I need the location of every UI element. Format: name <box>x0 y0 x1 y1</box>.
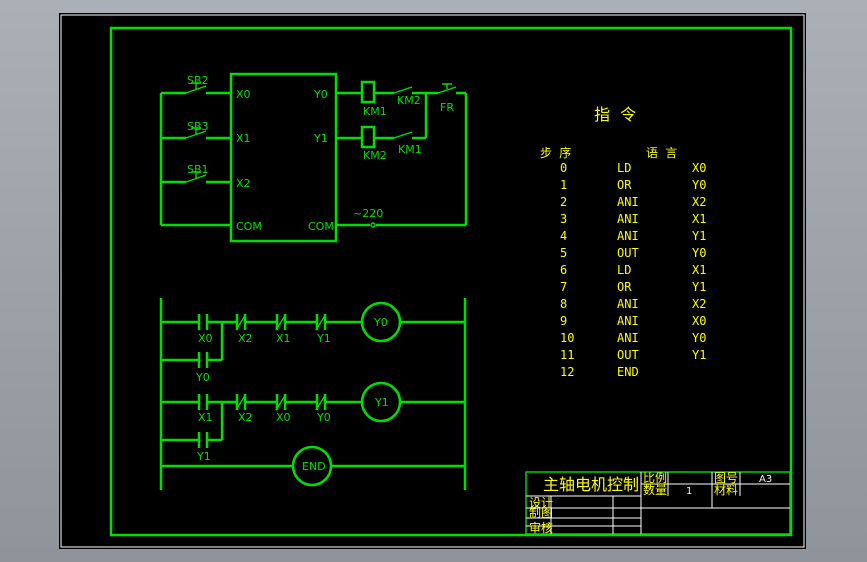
ladder-rung-1: X0 X2 X1 Y1 Y0 Y0 <box>161 301 465 384</box>
rung1-nc2-label: X1 <box>276 332 291 345</box>
instruction-arg: X1 <box>692 263 706 277</box>
rung1-nc3-label: Y1 <box>316 332 331 345</box>
instruction-arg: X0 <box>692 161 706 175</box>
qty-value: 1 <box>686 486 692 497</box>
com-in-terminal: COM <box>236 220 262 233</box>
km1-coil-label: KM1 <box>363 105 387 118</box>
supply-label: ~220 <box>353 207 383 220</box>
km2-interlock-label: KM2 <box>397 94 421 107</box>
x2-terminal: X2 <box>236 177 251 190</box>
rung1-contact-label: X0 <box>198 332 213 345</box>
instruction-title: 指 令 <box>594 105 636 124</box>
qty-label: 数量 <box>643 482 667 497</box>
reviewer-label: 审核 <box>529 520 553 535</box>
ladder-end-rung: END <box>161 445 465 487</box>
instruction-op: OUT <box>617 246 639 260</box>
rung2-parallel-label: Y1 <box>196 450 211 463</box>
instruction-op: OR <box>617 280 632 294</box>
instruction-op: OUT <box>617 348 639 362</box>
instruction-op: ANI <box>617 229 639 243</box>
instruction-arg: Y0 <box>692 246 706 260</box>
y0-terminal: Y0 <box>313 88 328 101</box>
x0-terminal: X0 <box>236 88 251 101</box>
title-block: 主轴电机控制 比例 数量 1 图号 A3 材料 设计 制图 审核 <box>525 471 791 535</box>
col-lang-header: 语 言 <box>646 146 677 160</box>
rung2-nc1-label: X2 <box>238 411 253 424</box>
coil-y0-label: Y0 <box>373 316 388 329</box>
instruction-step: 5 <box>560 246 567 260</box>
instruction-step: 11 <box>560 348 574 362</box>
instruction-step: 2 <box>560 195 567 209</box>
ladder-diagram: X0 X2 X1 Y1 Y0 Y0 X1 X2 <box>159 298 467 490</box>
rung2-nc2-label: X0 <box>276 411 291 424</box>
x1-terminal: X1 <box>236 132 251 145</box>
coil-y1-label: Y1 <box>374 396 389 409</box>
sb1-label: SB1 <box>187 163 209 176</box>
sb3-label: SB3 <box>187 120 209 133</box>
instruction-arg: Y1 <box>692 348 706 362</box>
drafter-label: 制图 <box>529 506 553 520</box>
instruction-arg: Y1 <box>692 229 706 243</box>
instruction-step: 8 <box>560 297 567 311</box>
instruction-arg: X0 <box>692 314 706 328</box>
instruction-arg: X2 <box>692 297 706 311</box>
instruction-step: 10 <box>560 331 574 345</box>
plc-wiring-diagram: SB2 X0 SB3 X1 SB1 X2 COM Y0 Y1 COM <box>159 72 468 243</box>
plc-box <box>229 72 338 243</box>
km2-coil <box>360 125 376 149</box>
instruction-step: 0 <box>560 161 567 175</box>
instruction-op: ANI <box>617 212 639 226</box>
instruction-step: 3 <box>560 212 567 226</box>
instruction-op: ANI <box>617 314 639 328</box>
rung1-parallel-label: Y0 <box>195 371 210 384</box>
drawing-name: 主轴电机控制 <box>543 475 639 494</box>
rung2-contact-label: X1 <box>198 411 213 424</box>
instruction-op: ANI <box>617 331 639 345</box>
instruction-arg: Y1 <box>692 280 706 294</box>
scale-label: 比例 <box>643 471 667 485</box>
km1-interlock-label: KM1 <box>398 143 422 156</box>
fr-label: FR <box>440 101 454 114</box>
drawing-sheet <box>59 13 806 549</box>
instruction-op: OR <box>617 178 632 192</box>
com-out-terminal: COM <box>308 220 334 233</box>
instruction-step: 6 <box>560 263 567 277</box>
instruction-op: LD <box>617 263 631 277</box>
input-sb2: SB2 X0 <box>161 74 251 101</box>
col-step-header: 步 序 <box>540 145 571 160</box>
y1-terminal: Y1 <box>313 132 328 145</box>
instruction-step: 4 <box>560 229 567 243</box>
material-label: 材料 <box>714 483 738 497</box>
designer-label: 设计 <box>529 496 553 510</box>
sheet-inner-frame <box>109 26 793 537</box>
instruction-op: ANI <box>617 195 639 209</box>
instruction-op: ANI <box>617 297 639 311</box>
instruction-step: 12 <box>560 365 574 379</box>
sheet-size: A3 <box>759 474 772 485</box>
instruction-arg: X2 <box>692 195 706 209</box>
km2-coil-label: KM2 <box>363 149 387 162</box>
instruction-step: 7 <box>560 280 567 294</box>
sb2-label: SB2 <box>187 74 209 87</box>
ladder-rung-2: X1 X2 X0 Y0 Y1 Y1 <box>161 381 465 463</box>
input-sb1: SB1 X2 <box>161 163 251 190</box>
rung2-nc3-label: Y0 <box>316 411 331 424</box>
instruction-step: 1 <box>560 178 567 192</box>
drawing-no-label: 图号 <box>714 471 738 485</box>
instruction-step: 9 <box>560 314 567 328</box>
instruction-op: LD <box>617 161 631 175</box>
km1-coil <box>360 80 376 104</box>
sheet-outer-border <box>60 14 805 548</box>
instruction-arg: Y0 <box>692 331 706 345</box>
input-sb3: SB3 X1 <box>161 120 251 145</box>
rung1-nc1-label: X2 <box>238 332 253 345</box>
instruction-arg: Y0 <box>692 178 706 192</box>
instruction-op: END <box>617 365 639 379</box>
instruction-arg: X1 <box>692 212 706 226</box>
end-label: END <box>302 460 326 473</box>
